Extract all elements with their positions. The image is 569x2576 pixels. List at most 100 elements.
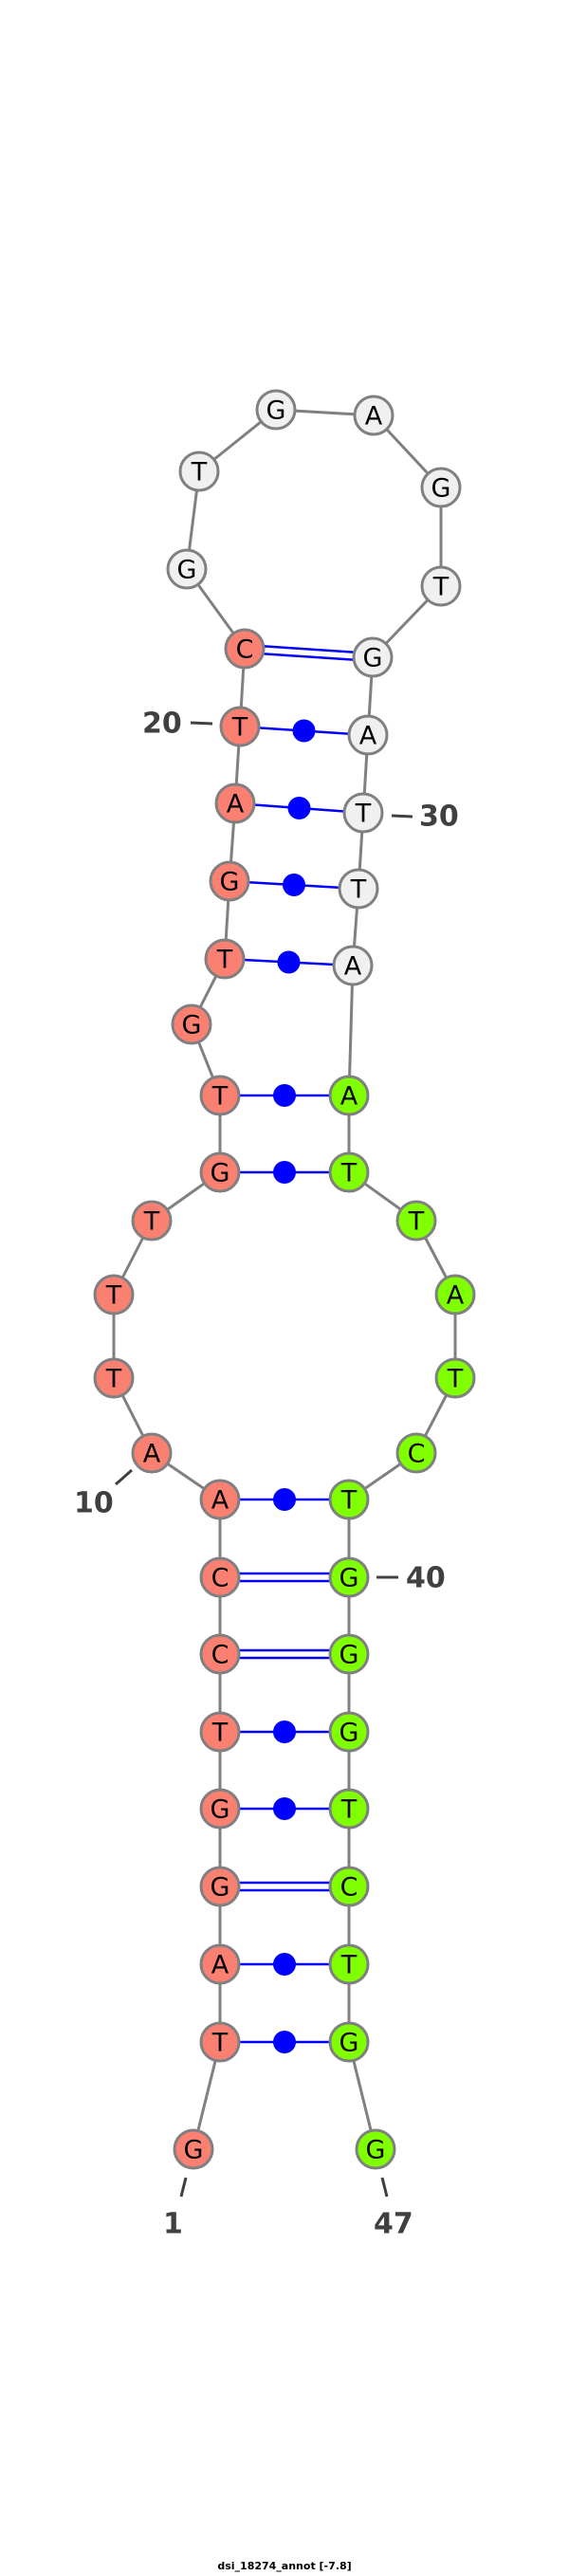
nucleotide-36: A: [434, 1274, 476, 1316]
number-tick: [380, 2177, 389, 2198]
nucleotide-19: A: [214, 782, 256, 824]
nucleotide-circle: [328, 1788, 370, 1830]
nucleotide-letter: A: [365, 402, 383, 432]
nucleotide-circle: [171, 1003, 212, 1045]
base-pair-wobble: [234, 797, 364, 819]
nucleotide-letter: T: [216, 946, 233, 975]
nucleotide-circle: [338, 868, 379, 910]
nucleotide-letter: T: [143, 1207, 160, 1237]
nucleotide-letter: A: [211, 1951, 229, 1980]
nucleotide-letter: G: [340, 1641, 359, 1670]
nucleotide-1: G: [173, 2128, 214, 2170]
nucleotide-circle: [328, 1866, 370, 1907]
nucleotide-13: T: [131, 1200, 173, 1242]
nucleotide-letter: A: [211, 1486, 229, 1516]
nucleotide-letter: T: [231, 713, 248, 743]
nucleotide-circle: [199, 1866, 241, 1907]
nucleotide-circle: [355, 2128, 396, 2170]
nucleotide-circle: [347, 714, 389, 756]
nucleotide-14: G: [199, 1151, 241, 1193]
nucleotide-32: A: [332, 945, 374, 986]
nucleotide-circle: [434, 1357, 476, 1399]
nucleotide-circle: [328, 1075, 370, 1116]
pair-dot: [273, 1488, 296, 1511]
nucleotide-letter: T: [340, 1951, 358, 1980]
nucleotide-3: A: [199, 1943, 241, 1985]
nucleotide-27: T: [420, 565, 462, 607]
nucleotide-letter: T: [447, 1365, 464, 1394]
nucleotide-circle: [328, 1633, 370, 1675]
number-ticks: [115, 721, 413, 2198]
nucleotide-letter: T: [105, 1281, 122, 1311]
nucleotide-25: A: [353, 395, 395, 436]
nucleotide-40: G: [328, 1556, 370, 1598]
nucleotide-4: G: [199, 1866, 241, 1907]
nucleotide-8: C: [199, 1556, 241, 1598]
base-pair-canonical: [220, 1648, 349, 1660]
base-pair-wobble: [224, 950, 354, 974]
nucleotide-circle: [219, 706, 261, 747]
nucleotide-42: G: [328, 1711, 370, 1753]
number-tick: [190, 721, 213, 726]
number-label-30: 30: [419, 800, 459, 834]
pair-dot: [292, 719, 316, 743]
nucleotide-circle: [166, 548, 208, 590]
nucleotide-15: T: [199, 1075, 241, 1116]
nucleotide-circle: [255, 389, 297, 431]
nucleotide-circle: [178, 451, 220, 492]
nucleotide-letter: G: [220, 868, 240, 897]
nucleotide-letter: T: [432, 573, 450, 602]
base-pair-wobble: [229, 874, 359, 896]
pair-dot: [273, 1797, 296, 1820]
nucleotide-18: G: [209, 860, 250, 902]
nucleotide-24: G: [255, 389, 297, 431]
nucleotide-letter: A: [447, 1281, 465, 1311]
nucleotide-circle: [173, 2128, 214, 2170]
nucleotide-23: T: [178, 451, 220, 492]
nucleotide-letter: A: [143, 1440, 161, 1469]
number-label-40: 40: [406, 1562, 446, 1595]
nucleotide-letter: G: [340, 1719, 359, 1748]
nucleotide-6: T: [199, 1711, 241, 1753]
backbone-segment: [347, 965, 355, 1096]
nucleotide-28: G: [352, 636, 394, 678]
number-tick: [179, 2177, 188, 2198]
nucleotide-circle: [199, 1711, 241, 1753]
nucleotide-letter: C: [211, 1641, 229, 1670]
nucleotide-11: T: [93, 1357, 135, 1399]
nucleotide-circle: [420, 565, 462, 607]
nucleotide-letter: T: [191, 458, 208, 488]
base-pair-wobble: [220, 1953, 349, 1976]
nucleotide-21: C: [224, 628, 266, 670]
pair-dot: [283, 874, 305, 896]
nucleotide-letter: T: [408, 1207, 425, 1237]
nucleotide-letter: G: [366, 2136, 386, 2165]
nucleotide-circle: [131, 1432, 173, 1474]
nucleotide-letter: G: [182, 1011, 202, 1040]
number-label-1: 1: [163, 2208, 183, 2241]
structure-title: dsi_18274_annot [-7.8]: [217, 2560, 352, 2572]
nucleotide-29: A: [347, 714, 389, 756]
pair-dot: [273, 1084, 296, 1107]
nucleotide-circle: [420, 467, 462, 508]
nucleotide-circle: [328, 1711, 370, 1753]
nucleotide-circle: [199, 1788, 241, 1830]
nucleotide-letter: G: [363, 644, 383, 673]
base-pair-wobble: [220, 1161, 349, 1184]
pair-dot: [277, 950, 301, 974]
base-pair-canonical: [244, 643, 374, 663]
nucleotide-20: T: [219, 706, 261, 747]
nucleotide-38: C: [395, 1432, 437, 1474]
nucleotide-26: G: [420, 467, 462, 508]
nucleotide-letter: C: [408, 1440, 426, 1469]
nucleotide-circle: [224, 628, 266, 670]
nucleotide-2: T: [199, 2021, 241, 2063]
pair-dot: [273, 1953, 296, 1976]
nucleotide-letter: A: [227, 790, 245, 819]
nucleotide-35: T: [395, 1200, 437, 1242]
nucleotide-letter: G: [431, 474, 451, 504]
nucleotide-letter: T: [105, 1365, 122, 1394]
nucleotide-circle: [199, 1479, 241, 1520]
